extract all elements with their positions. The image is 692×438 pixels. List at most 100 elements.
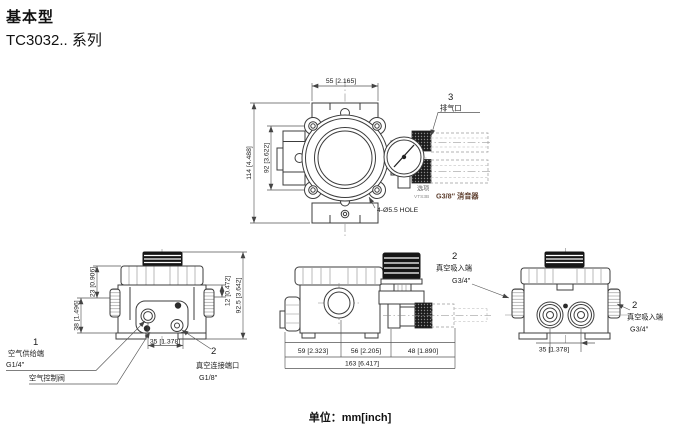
- callout2-leader: [181, 329, 212, 350]
- silencer-detail-lines: [431, 137, 488, 178]
- page-title: 基本型: [6, 9, 55, 26]
- bore-inner: [317, 130, 373, 186]
- valve-stem: [393, 283, 412, 292]
- filter-cap-stripes: [144, 254, 181, 264]
- hole-top-left-inner: [310, 123, 316, 129]
- side-callout2-number: 2: [452, 251, 457, 262]
- dim-23-label: 23 [0.906]: [89, 267, 96, 297]
- end-body: [523, 283, 609, 334]
- side-foot-left: [301, 332, 316, 339]
- end-left-bulge: [511, 288, 525, 319]
- screw-dot: [174, 302, 182, 309]
- gauge-dial: [386, 139, 422, 175]
- end-callout2-thread: G3/4″: [630, 325, 649, 334]
- dim-59-label: 59 [2.323]: [298, 348, 328, 355]
- dim-114-label: 114 [4.488]: [246, 146, 253, 180]
- end-port-left: [536, 301, 564, 329]
- rear-foot-left: [115, 332, 147, 340]
- callout3-number: 3: [448, 92, 453, 103]
- end-callout2-label: 真空吸入端: [627, 313, 663, 322]
- body-panel-edges: [129, 287, 195, 320]
- end-port-right-r4: [577, 311, 585, 319]
- end-cap-lines: [528, 269, 602, 283]
- plate-screw: [340, 209, 350, 219]
- right-thread-bulge: [203, 288, 215, 318]
- hole-bottom-left-inner: [310, 187, 316, 193]
- plate-screw-inner: [342, 211, 348, 217]
- supply-block-lines: [283, 141, 305, 173]
- dim-48-label: 48 [1.890]: [408, 348, 438, 355]
- callout2-label: 真空连接端口: [196, 361, 239, 370]
- end-port-left-r4: [546, 311, 554, 319]
- silencer-extension-dashes: [454, 308, 488, 322]
- end-port-left-r2: [539, 304, 561, 326]
- hole-bottom-right-inner: [374, 187, 380, 193]
- valve-stem-ticks: [397, 284, 407, 291]
- callout1-number: 1: [33, 337, 38, 348]
- dim-55-label: 55 [2.165]: [326, 78, 356, 85]
- option-prefix: 选项: [417, 185, 429, 193]
- end-port-right-r3: [573, 307, 589, 323]
- top-plate-marks: [329, 103, 361, 110]
- dim-12-label: 12 [0.472]: [224, 276, 231, 306]
- dim-92-5-label: 92.5 [3.642]: [235, 277, 242, 313]
- end-right-bulge: [607, 288, 621, 319]
- end-view: 35 [1.378] 2 真空吸入端 G3/4″: [505, 248, 663, 354]
- side-ext-lines: [284, 320, 456, 369]
- hole-top-left: [308, 121, 318, 131]
- callout1-leader: [6, 320, 146, 371]
- knurled-cap: [120, 265, 204, 286]
- left-port-lines: [286, 304, 299, 324]
- callout1-thread: G1/4″: [6, 360, 25, 369]
- callout2-number: 2: [211, 346, 216, 357]
- optional-silencer-upper: [430, 132, 489, 153]
- rear-body: [117, 284, 207, 334]
- exhaust-mid: [399, 306, 416, 327]
- valve-leader: [29, 331, 151, 385]
- series-title: TC3032.. 系列: [6, 32, 102, 49]
- hole-note-label: 4-Ø5.5 HOLE: [377, 207, 419, 214]
- rear-ext-right: [182, 251, 247, 340]
- knurled-cap-lines: [128, 266, 196, 285]
- exhaust-bracket: [378, 290, 425, 305]
- dim-163-label: 163 [6.417]: [345, 361, 379, 368]
- ext-lines-114: [250, 102, 310, 224]
- hole-bottom-right: [372, 185, 382, 195]
- exhaust-flange: [387, 303, 401, 329]
- valve-knob-dark: [382, 252, 421, 280]
- side-cap: [294, 266, 384, 286]
- end-foot-left: [518, 332, 548, 340]
- side-foot-right: [364, 332, 379, 339]
- gauge-pivot: [401, 154, 407, 160]
- dim-56-label: 56 [2.205]: [351, 348, 381, 355]
- callout3-leader: [430, 112, 480, 137]
- end-port-right-r2: [570, 304, 592, 326]
- end-foot-right: [584, 332, 611, 340]
- end-port-left-r3: [542, 307, 558, 323]
- rear-view: 23 [0.906] 38 [1.496] 12 [0.472] 92.5 [3…: [6, 249, 247, 385]
- gauge-stem: [397, 175, 411, 189]
- valve-label: 空气控制阀: [29, 374, 65, 383]
- vacuum-connect-port: [170, 319, 184, 332]
- dim-35-end-label: 35 [1.378]: [539, 347, 569, 354]
- end-callout2-number: 2: [632, 300, 637, 311]
- side-port-inner: [327, 291, 351, 315]
- end-knurled-cap: [520, 267, 611, 285]
- dim-35-rear-label: 35 [1.378]: [150, 339, 180, 346]
- callout2-thread: G1/8″: [199, 373, 218, 382]
- dim-38-label: 38 [1.496]: [73, 300, 80, 330]
- end-callout2-leader: [616, 303, 631, 311]
- hole-top-right: [372, 121, 382, 131]
- side-view: 59 [2.323] 56 [2.205] 48 [1.890] 163 [6.…: [279, 251, 510, 369]
- rear-foot-right: [177, 332, 207, 340]
- optional-silencer-side: [431, 303, 455, 328]
- valve-knob-base: [380, 278, 423, 285]
- callout1-label: 空气供给端: [8, 349, 44, 358]
- side-cap-lines: [302, 268, 376, 284]
- bore-outer: [314, 127, 376, 189]
- valve-knob-stripes: [384, 257, 419, 274]
- end-stem: [556, 283, 574, 291]
- hole-note-leader: [368, 196, 376, 209]
